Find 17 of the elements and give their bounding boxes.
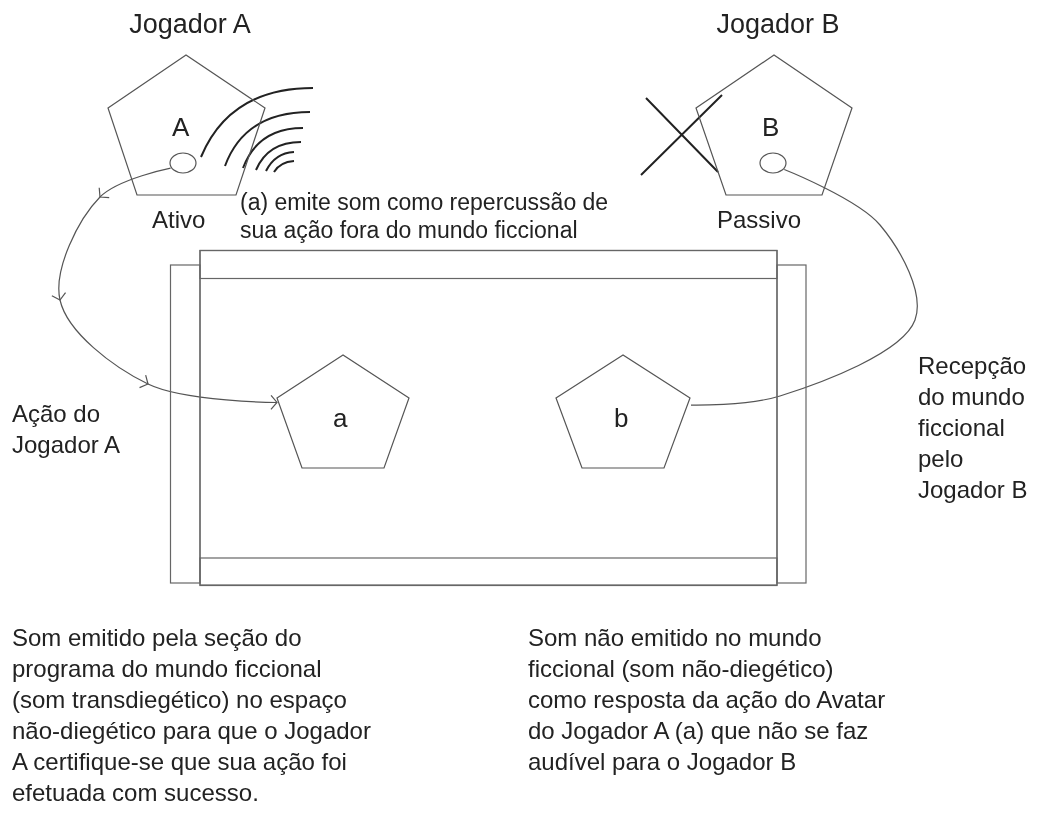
node-letter: A	[172, 112, 190, 144]
player-heading: Jogador A	[128, 8, 252, 41]
node-letter: B	[762, 112, 780, 144]
small-circle	[759, 152, 787, 174]
description-paragraph: Som não emitido no mundo ficcional (som não-diegético) como resposta da ação do Avatar do Jogador A (a) que não se faz audível para o Jogador B	[528, 623, 887, 777]
state-label: Ativo	[152, 206, 206, 235]
curved-arrow	[51, 167, 278, 410]
small-circle	[169, 152, 197, 174]
annotation-text: (a) emite som como repercussão de sua ação fora do mundo ficcional	[240, 188, 610, 244]
state-label: Passivo	[717, 206, 802, 235]
curved-line	[690, 168, 918, 406]
node-letter: b	[614, 403, 629, 435]
description-paragraph: Som emitido pela seção do programa do mundo ficcional (som transdiegético) no espaço não-diegético para que o Jogador A certifique-se que sua ação foi efetuada com sucesso.	[12, 623, 372, 808]
edge-label: Recepção do mundo ficcional pelo Jogador B	[918, 351, 1029, 505]
edge-label: Ação do Jogador A	[12, 399, 122, 460]
node-letter: a	[333, 403, 348, 435]
player-heading: Jogador B	[715, 8, 841, 41]
